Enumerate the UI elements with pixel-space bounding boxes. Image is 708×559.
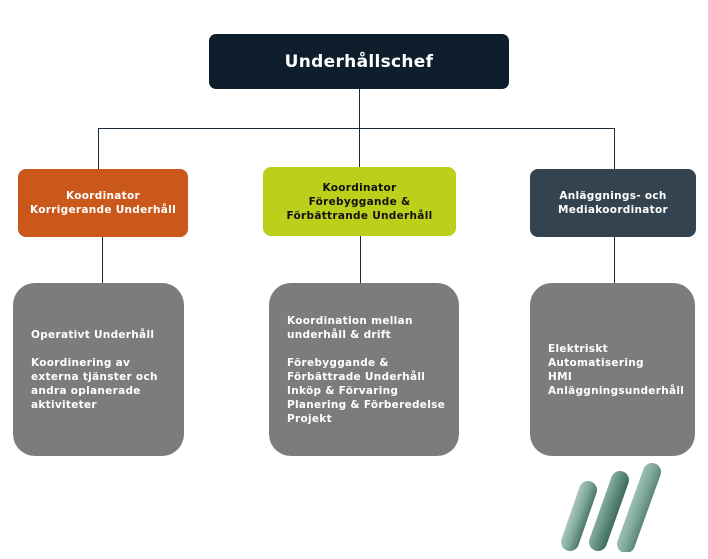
- facility-media-coordinator-node: Anläggnings- och Mediakoordinator: [530, 169, 696, 237]
- corrective-responsibilities-text: Operativt Underhåll Koordinering av exte…: [31, 328, 158, 411]
- coordinator-preventive-label: Koordinator Förebyggande & Förbättrande …: [286, 181, 433, 222]
- preventive-responsibilities-text: Koordination mellan underhåll & drift Fö…: [287, 314, 446, 425]
- coordinator-preventive-node: Koordinator Förebyggande & Förbättrande …: [263, 167, 456, 236]
- logo-bar-2: [589, 471, 629, 551]
- facility-responsibilities-card: Elektriskt Automatisering HMI Anläggning…: [530, 283, 695, 456]
- root-node-label: Underhållschef: [284, 51, 434, 72]
- facility-media-coordinator-label: Anläggnings- och Mediakoordinator: [558, 190, 668, 216]
- three-slanted-bars-logo-icon: [561, 463, 661, 552]
- root-node-underhallschef: Underhållschef: [209, 34, 509, 89]
- logo-bar-1: [561, 481, 597, 551]
- coordinator-corrective-node: Koordinator Korrigerande Underhåll: [18, 169, 188, 237]
- corrective-responsibilities-card: Operativt Underhåll Koordinering av exte…: [13, 283, 184, 456]
- logo-bar-3: [617, 463, 661, 552]
- facility-responsibilities-text: Elektriskt Automatisering HMI Anläggning…: [548, 342, 685, 397]
- preventive-responsibilities-card: Koordination mellan underhåll & drift Fö…: [269, 283, 459, 456]
- coordinator-corrective-label: Koordinator Korrigerande Underhåll: [30, 190, 176, 216]
